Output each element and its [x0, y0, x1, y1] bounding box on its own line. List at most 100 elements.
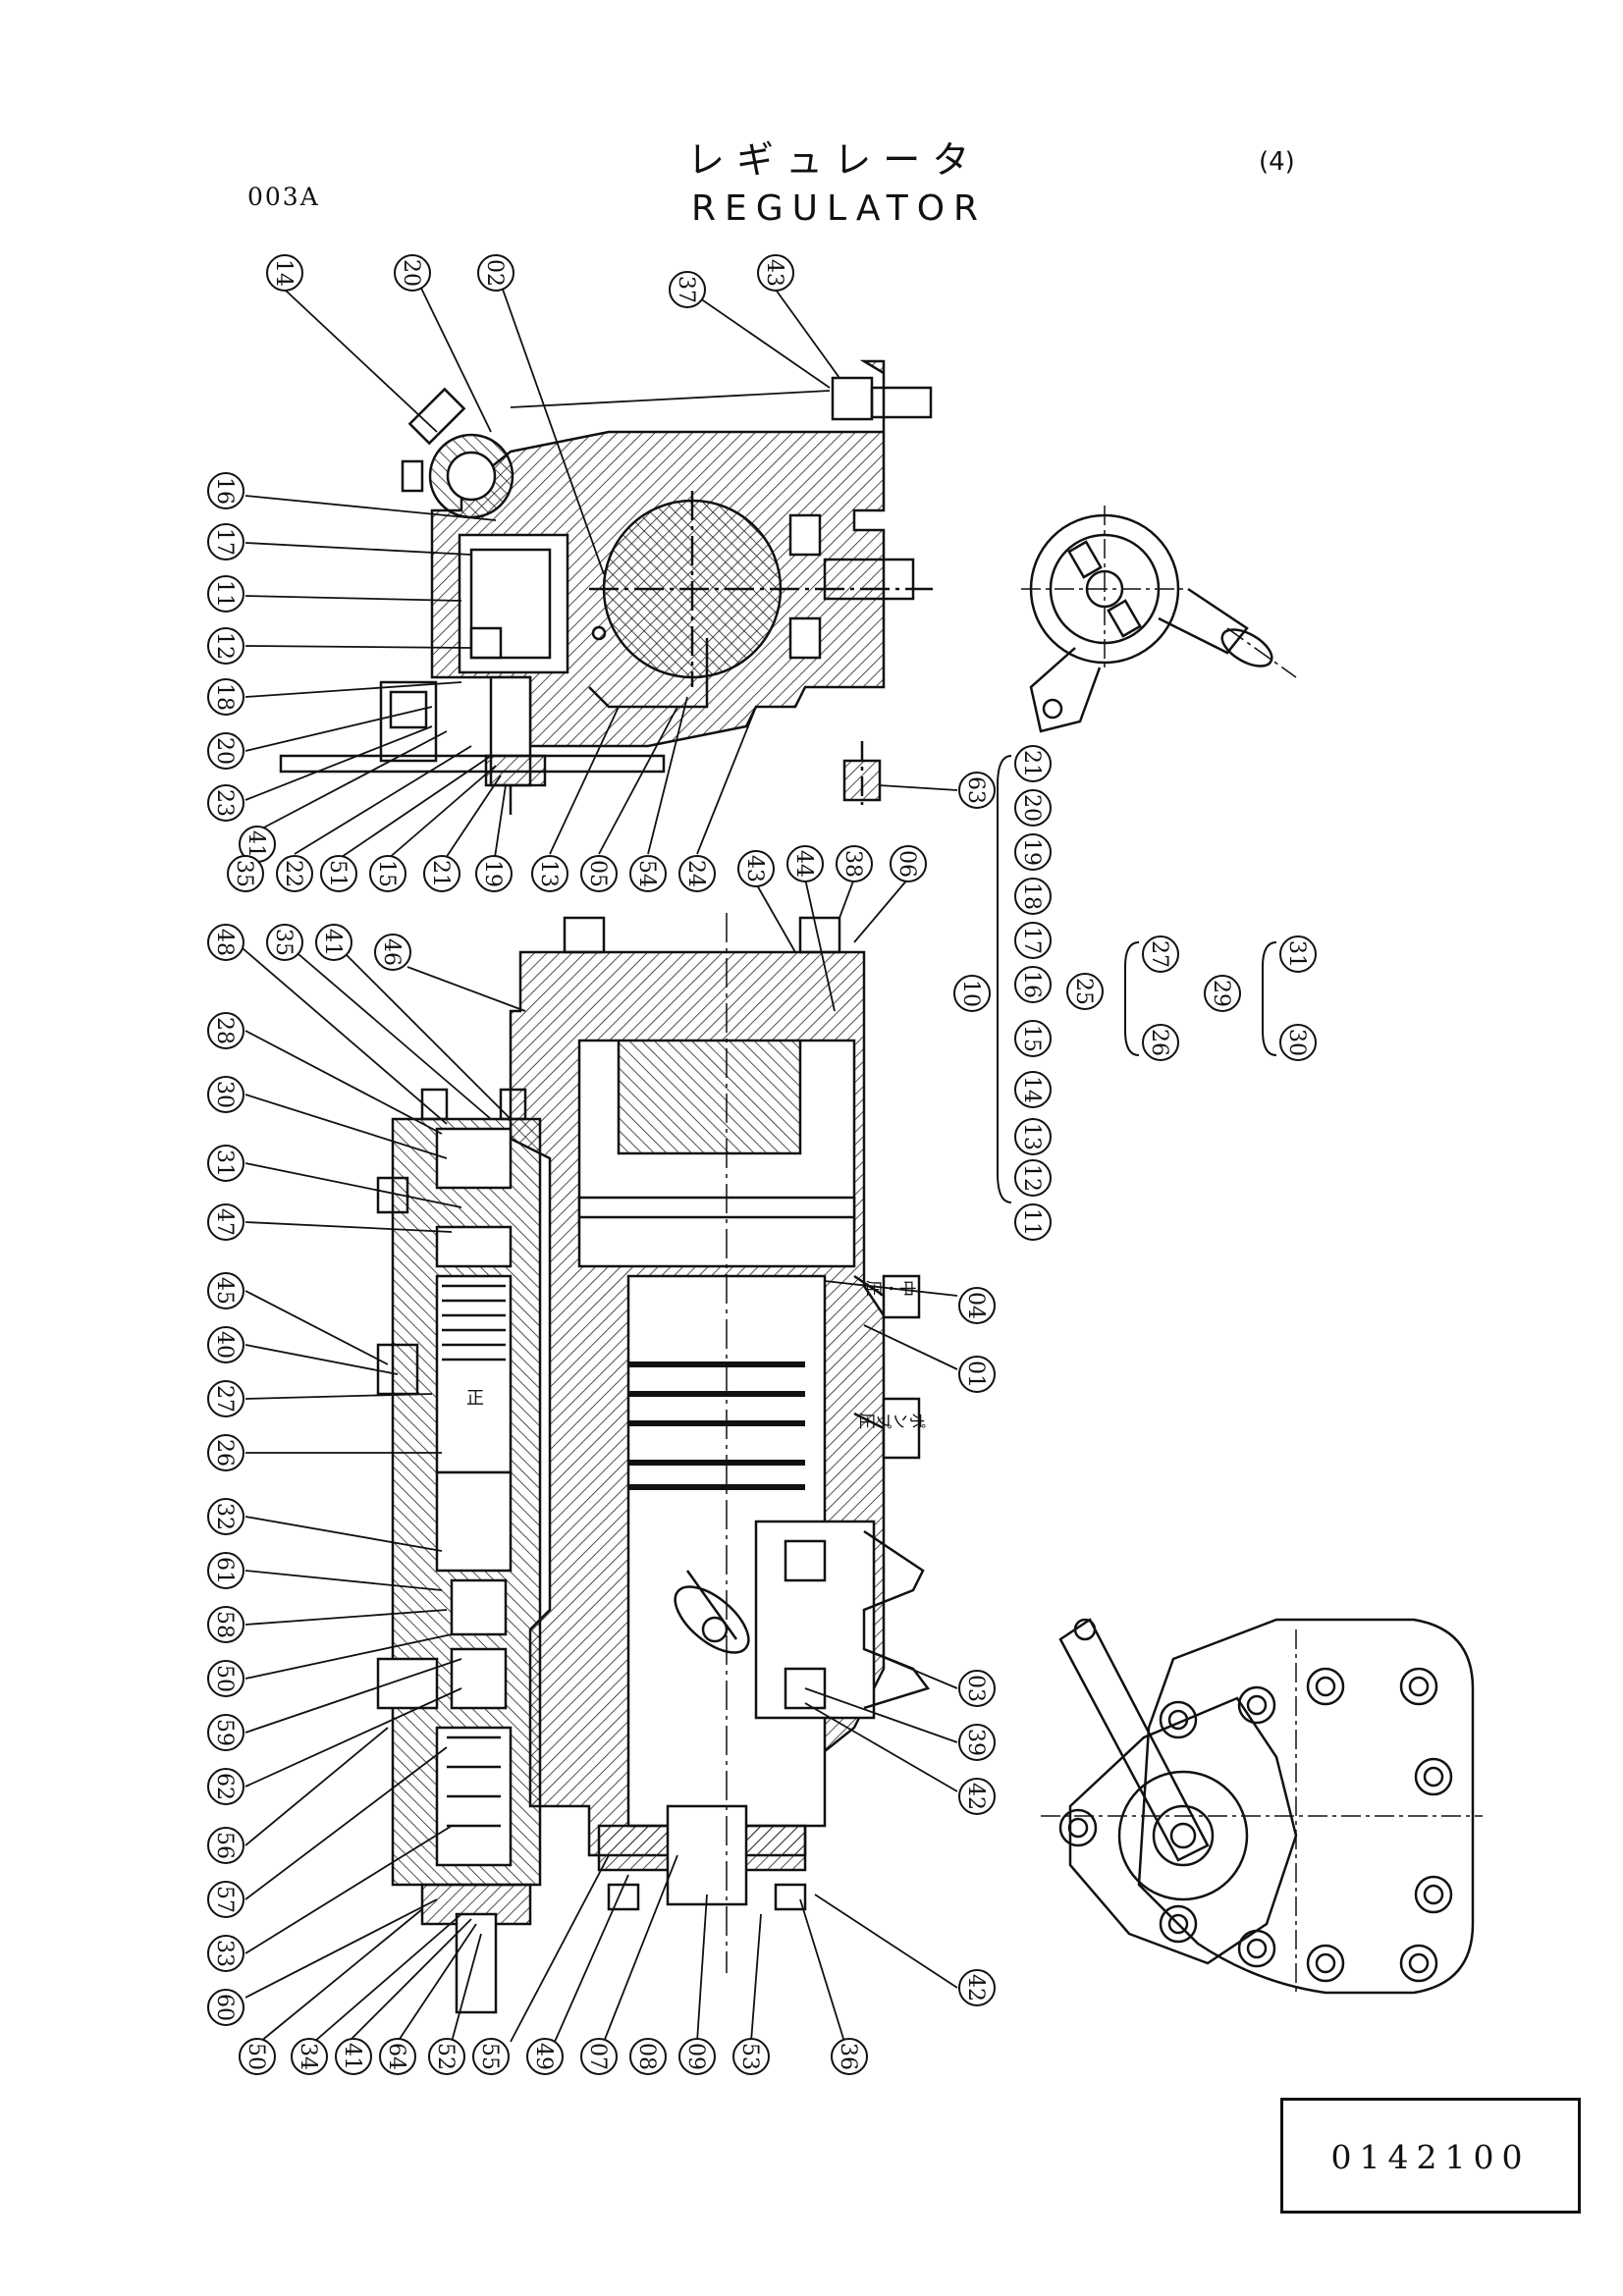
balloon: 20: [207, 732, 244, 770]
top-view-leaders: [244, 269, 958, 865]
balloon: 53: [732, 2038, 770, 2075]
balloon: 42: [958, 1969, 996, 2006]
svg-text:20: 20: [1019, 794, 1044, 822]
svg-text:38: 38: [840, 850, 865, 878]
svg-text:16: 16: [212, 477, 237, 505]
svg-text:47: 47: [212, 1208, 237, 1236]
balloon: 19: [475, 855, 513, 892]
svg-text:33: 33: [212, 1940, 237, 1967]
svg-text:53: 53: [737, 2043, 762, 2070]
svg-text:42: 42: [963, 1974, 988, 2002]
svg-text:55: 55: [477, 2043, 502, 2070]
svg-text:07: 07: [585, 2043, 610, 2070]
assembly-legend: 10 21 20 19 18 17 16 15 14 13 12 11 25 2…: [953, 745, 1317, 1241]
balloon: 51: [320, 855, 357, 892]
svg-text:34: 34: [296, 2043, 320, 2070]
svg-text:18: 18: [212, 683, 237, 711]
balloon: 09: [678, 2038, 716, 2075]
balloon: 39: [958, 1724, 996, 1761]
svg-text:52: 52: [433, 2043, 458, 2070]
balloon: 50: [207, 1660, 244, 1697]
svg-text:27: 27: [1147, 940, 1171, 968]
balloon: 13: [1014, 1118, 1052, 1155]
balloon: 11: [207, 575, 244, 613]
balloon: 45: [207, 1272, 244, 1309]
balloon: 07: [580, 2038, 618, 2075]
balloon: 64: [379, 2038, 416, 2075]
balloon: 56: [207, 1827, 244, 1864]
svg-text:03: 03: [963, 1675, 988, 1702]
balloon: 26: [1142, 1024, 1179, 1061]
svg-text:09: 09: [683, 2043, 708, 2070]
svg-text:64: 64: [384, 2043, 408, 2070]
svg-text:14: 14: [1019, 1076, 1044, 1103]
svg-text:19: 19: [1019, 838, 1044, 866]
svg-text:17: 17: [1019, 927, 1044, 954]
svg-text:31: 31: [1284, 940, 1309, 968]
balloon: 55: [472, 2038, 510, 2075]
balloon: 32: [207, 1498, 244, 1535]
svg-text:08: 08: [634, 2043, 659, 2070]
svg-text:12: 12: [212, 632, 237, 660]
svg-text:10: 10: [958, 980, 983, 1007]
balloon: 33: [207, 1935, 244, 1972]
balloon: 05: [580, 855, 618, 892]
svg-text:46: 46: [379, 938, 404, 966]
balloon: 62: [207, 1768, 244, 1805]
spool-mark: 正: [466, 1388, 484, 1409]
top-view-balloons: 14 20 02 37 43 16 17 11 12 18 20 23 41 3…: [207, 254, 996, 892]
svg-text:16: 16: [1019, 971, 1044, 998]
document-number: 0142100: [1330, 2138, 1531, 2176]
svg-text:51: 51: [325, 860, 350, 887]
svg-text:40: 40: [212, 1331, 237, 1359]
balloon: 15: [369, 855, 406, 892]
lever-end-view: [1021, 506, 1297, 733]
balloon: 49: [526, 2038, 564, 2075]
svg-text:21: 21: [1019, 750, 1044, 777]
svg-text:18: 18: [1019, 882, 1044, 910]
svg-text:15: 15: [374, 860, 399, 887]
svg-text:13: 13: [1019, 1123, 1044, 1150]
svg-text:06: 06: [894, 850, 919, 878]
balloon: 08: [629, 2038, 667, 2075]
balloon: 18: [1014, 878, 1052, 915]
svg-text:23: 23: [212, 789, 237, 817]
balloon: 23: [207, 784, 244, 822]
balloon: 16: [207, 472, 244, 509]
balloon: 38: [836, 845, 873, 882]
sheet-code: 003A: [247, 183, 320, 211]
balloon: 57: [207, 1881, 244, 1918]
corner-mark: (4): [1259, 147, 1295, 177]
svg-text:24: 24: [683, 860, 708, 887]
svg-text:59: 59: [212, 1719, 237, 1746]
balloon: 13: [531, 855, 568, 892]
side-view-leaders: [235, 878, 958, 2043]
balloon: 46: [374, 934, 411, 971]
balloon: 27: [1142, 935, 1179, 973]
svg-text:45: 45: [212, 1277, 237, 1305]
svg-text:26: 26: [1147, 1029, 1171, 1056]
svg-text:50: 50: [243, 2043, 268, 2070]
side-view-balloons: 48 35 41 46 28 30 31 47 45 40 27 26 32 6…: [207, 845, 996, 2075]
balloon: 15: [1014, 1020, 1052, 1057]
balloon: 35: [227, 855, 264, 892]
side-section-view: [376, 913, 931, 2014]
svg-text:20: 20: [399, 259, 423, 287]
balloon: 35: [266, 924, 303, 961]
svg-text:20: 20: [212, 737, 237, 765]
balloon: 34: [291, 2038, 328, 2075]
svg-text:62: 62: [212, 1773, 237, 1800]
svg-text:02: 02: [482, 259, 507, 287]
balloon: 41: [335, 2038, 372, 2075]
svg-text:29: 29: [1209, 980, 1233, 1007]
svg-text:49: 49: [531, 2043, 556, 2070]
balloon: 41: [315, 924, 352, 961]
balloon: 30: [207, 1076, 244, 1113]
balloon: 17: [1014, 922, 1052, 959]
svg-text:50: 50: [212, 1665, 237, 1692]
svg-text:31: 31: [212, 1149, 237, 1177]
port-labels: 中・圧 ポンプ圧 正: [466, 1276, 926, 1429]
svg-text:05: 05: [585, 860, 610, 887]
balloon: 37: [669, 271, 706, 308]
svg-text:26: 26: [212, 1439, 237, 1467]
